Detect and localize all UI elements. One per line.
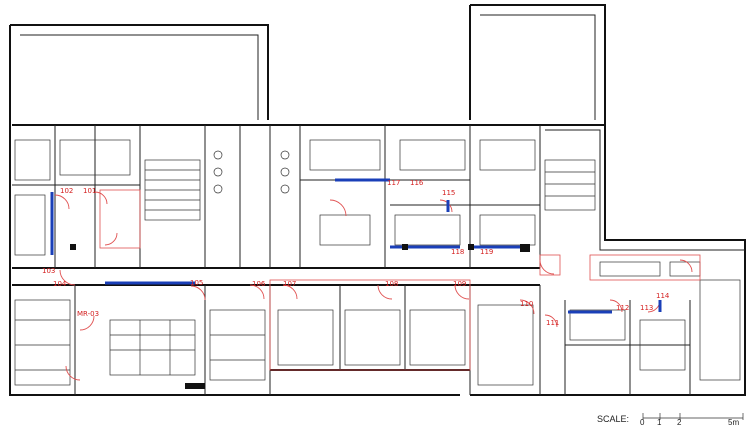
room-label: 102 <box>60 187 73 195</box>
room-label: 103 <box>42 267 55 275</box>
scale-tick: 0 <box>640 418 645 427</box>
scale-label: SCALE: <box>597 414 630 424</box>
room-label: 105 <box>190 279 203 287</box>
room-label: 107 <box>283 280 296 288</box>
room-label: 101 <box>83 187 96 195</box>
room-label: 118 <box>451 248 464 256</box>
room-label: 114 <box>656 292 670 300</box>
door-swings <box>54 189 701 381</box>
room-label: 115 <box>442 189 455 197</box>
upper-partitions <box>12 125 745 268</box>
room-label: 116 <box>410 179 424 187</box>
room-label: 112 <box>616 304 629 312</box>
room-label: 109 <box>453 280 466 288</box>
room-label: 111 <box>546 319 559 327</box>
scale-tick: 1 <box>657 418 662 427</box>
furniture <box>14 139 741 386</box>
room-label: 117 <box>387 179 400 187</box>
room-label: 104 <box>53 280 67 288</box>
scale-tick: 2 <box>677 418 682 427</box>
room-label: 108 <box>385 280 398 288</box>
room-label: 110 <box>520 300 533 308</box>
highlighted-walls <box>50 178 662 389</box>
room-label: 119 <box>480 248 493 256</box>
outer-walls <box>9 4 746 396</box>
room-labels: 102 101 103 104 105 106 107 108 109 110 … <box>42 179 670 327</box>
room-label: MR-03 <box>77 310 99 318</box>
room-label: 113 <box>640 304 653 312</box>
toilet-fixtures <box>213 150 290 194</box>
scale-bar <box>642 413 744 420</box>
scale-tick: 5m <box>728 418 740 427</box>
room-label: 106 <box>252 280 266 288</box>
stairs <box>144 159 596 221</box>
